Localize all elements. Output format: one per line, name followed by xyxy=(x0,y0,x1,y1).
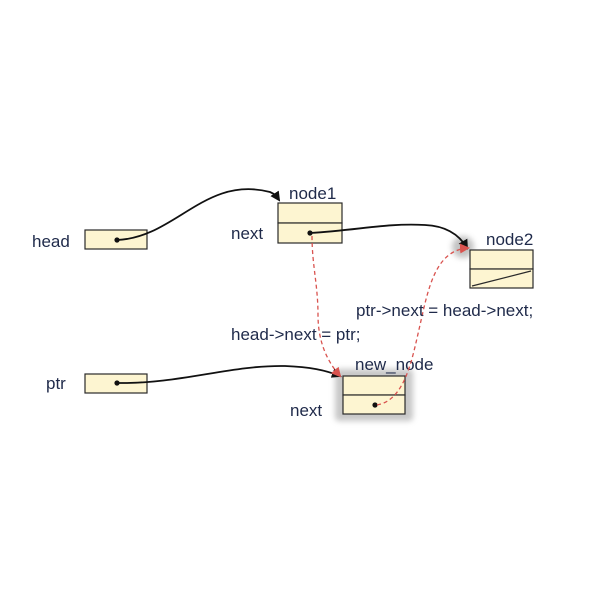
statement-head-next: head->next = ptr; xyxy=(231,325,360,344)
head-label: head xyxy=(32,232,70,251)
head-to-node1-arrow xyxy=(116,188,281,241)
node2-null-slash xyxy=(471,270,532,287)
node1-box xyxy=(277,202,343,244)
node1-label: node1 xyxy=(289,184,336,203)
node1-to-node2-arrow xyxy=(309,223,469,250)
head-next-to-ptr-dashed-arrow xyxy=(311,235,342,378)
new-node-next-dot xyxy=(372,402,378,408)
ptr-to-new-node-arrow xyxy=(116,365,342,384)
node2-box xyxy=(469,249,534,289)
head-pointer-box xyxy=(84,229,148,250)
ptr-pointer-box xyxy=(84,373,148,394)
node2-label: node2 xyxy=(486,230,533,249)
new-node-box xyxy=(342,375,406,415)
new-node-next-label: next xyxy=(290,401,322,420)
new-node-label: new_node xyxy=(355,355,433,374)
ptr-next-to-node2-dashed-arrow xyxy=(376,243,470,406)
statement-ptr-next: ptr->next = head->next; xyxy=(356,301,533,320)
node1-next-label: next xyxy=(231,224,263,243)
ptr-label: ptr xyxy=(46,374,66,393)
